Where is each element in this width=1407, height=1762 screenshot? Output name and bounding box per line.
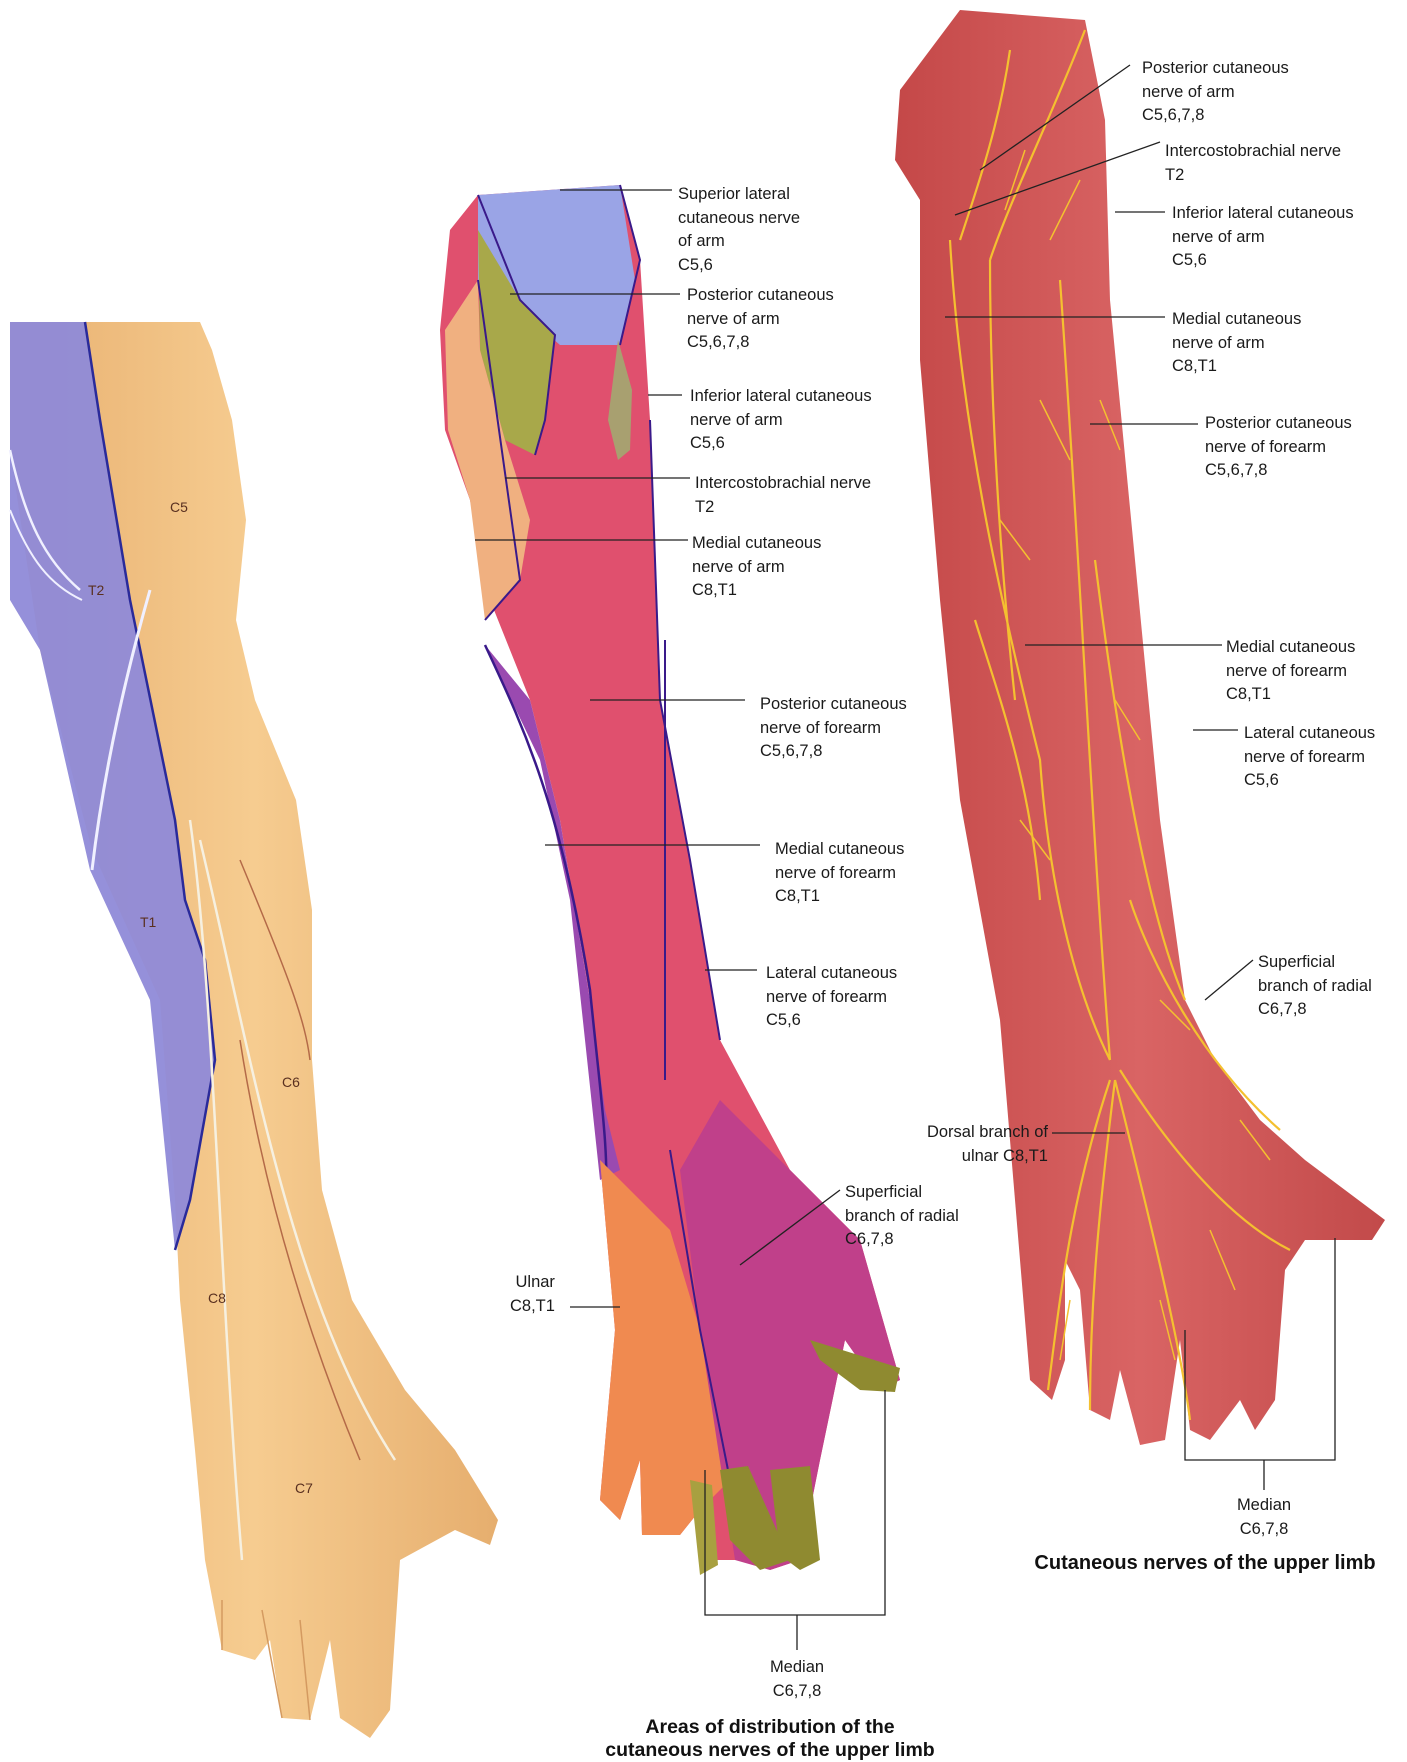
dermatome-label-t1: T1 xyxy=(140,914,156,930)
caption-cutaneous-nerves: Cutaneous nerves of the upper limb xyxy=(1005,1552,1405,1575)
dermatome-arm xyxy=(10,322,498,1738)
dermatome-label-c5: C5 xyxy=(170,499,188,515)
dermatome-label-c6: C6 xyxy=(282,1074,300,1090)
dermatome-label-c7: C7 xyxy=(295,1480,313,1496)
dermatome-label-c8: C8 xyxy=(208,1290,226,1306)
dermatome-label-t2: T2 xyxy=(88,582,104,598)
